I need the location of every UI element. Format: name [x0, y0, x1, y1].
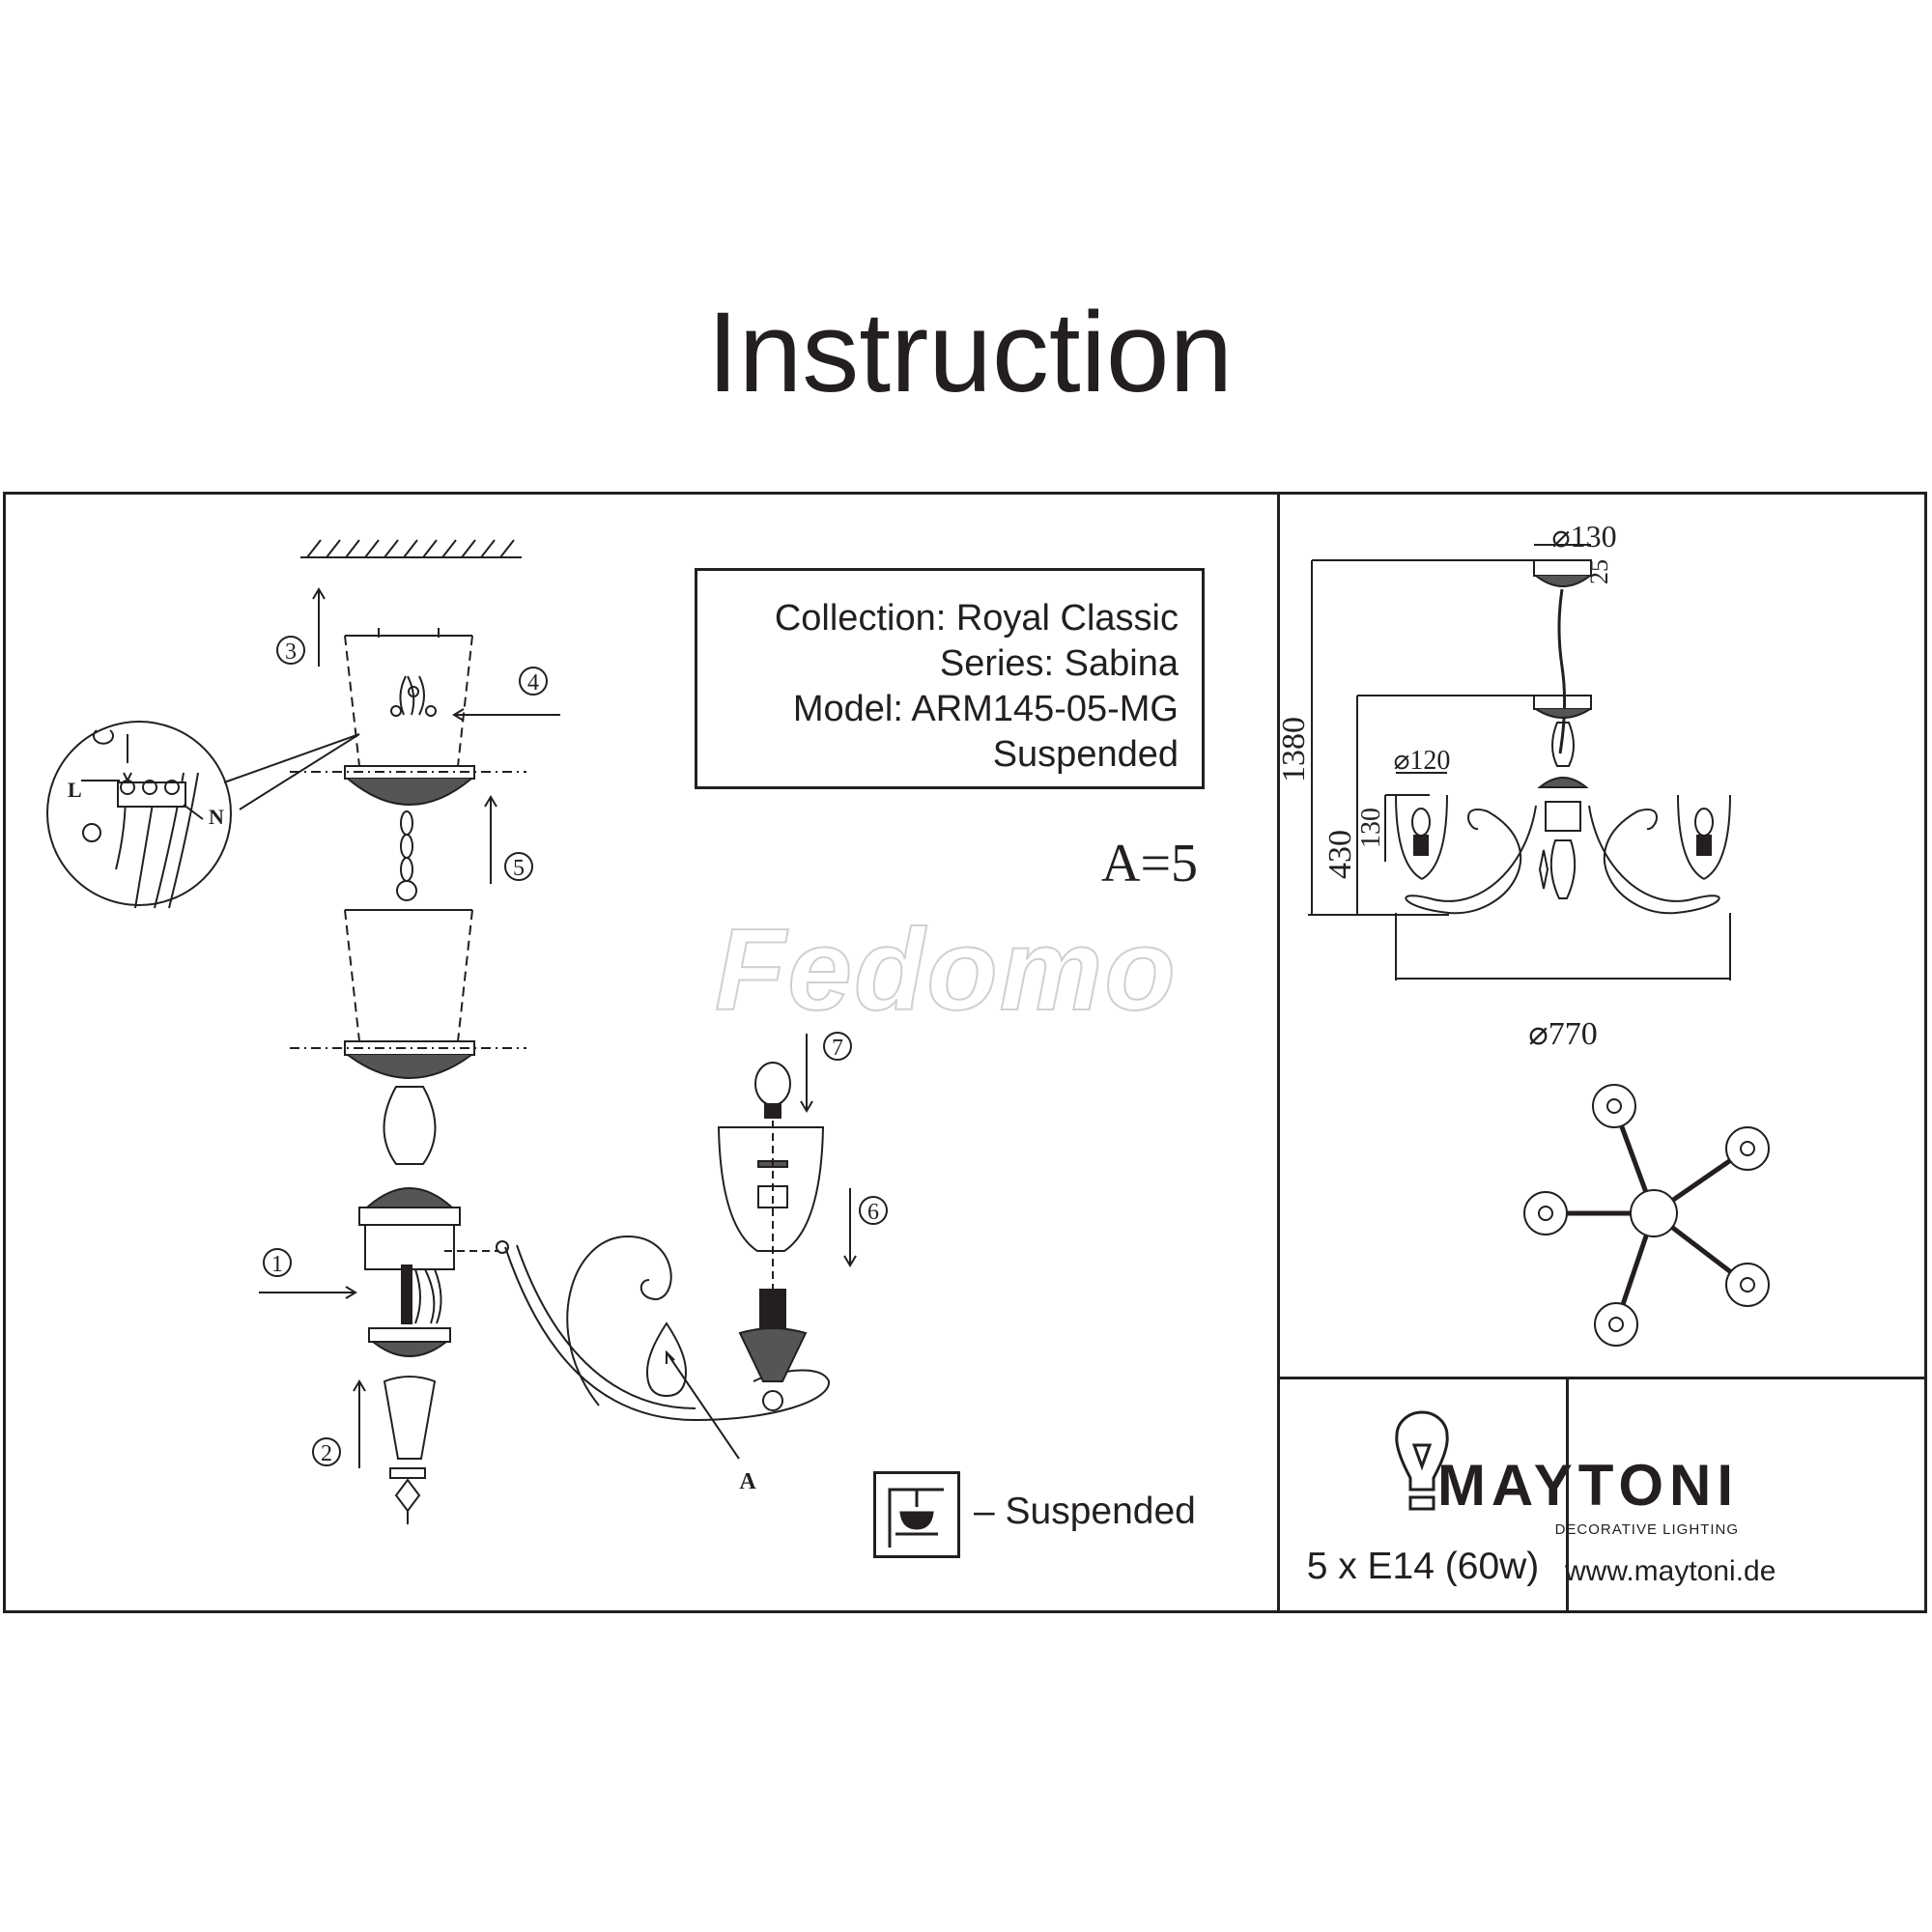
canopy-lower [290, 909, 526, 1079]
step-7: 7 [832, 1036, 843, 1061]
top-view [1523, 1084, 1770, 1347]
step-5: 5 [513, 856, 525, 881]
step-1: 1 [271, 1252, 283, 1277]
body-height: 430 [1322, 830, 1358, 879]
divider-bottom [1566, 1378, 1569, 1613]
wire-label-n: N [209, 805, 224, 829]
suspended-legend-label: – Suspended [974, 1491, 1196, 1532]
collection-text: Collection: Royal Classic [774, 598, 1179, 639]
page-title: Instruction [706, 289, 1234, 416]
bulb-icon [1395, 1410, 1449, 1511]
canopy-upper [290, 628, 526, 806]
product-info-box: Collection: Royal Classic Series: Sabina… [695, 568, 1205, 789]
brand-logo-text: MAYTONI [1436, 1453, 1739, 1518]
shade-height: 130 [1356, 808, 1386, 848]
central-column [358, 1086, 461, 1524]
watermark: Fedomo [714, 904, 1178, 1036]
mount-text: Suspended [992, 734, 1179, 775]
total-height: 1380 [1276, 717, 1312, 782]
step-arrows [259, 587, 857, 1468]
canopy-diameter: ⌀130 [1551, 519, 1616, 554]
arm [444, 1235, 831, 1422]
model-text: Model: ARM145-05-MG [792, 689, 1179, 729]
lamp-holder-assembly [717, 1062, 825, 1382]
ceiling-hatch [300, 539, 522, 558]
step-3: 3 [285, 639, 297, 665]
suspended-icon [873, 1471, 960, 1558]
divider-vertical [1277, 493, 1280, 1613]
canopy-height: 25 [1585, 559, 1613, 584]
brand-url[interactable]: www.maytoni.de [1565, 1555, 1776, 1587]
step-6: 6 [867, 1200, 879, 1225]
shade-diameter: ⌀120 [1394, 746, 1451, 776]
wiring-detail-callout [46, 721, 360, 909]
quantity-note: A=5 [1101, 834, 1199, 894]
divider-horizontal [1278, 1377, 1927, 1379]
step-numbers [263, 636, 888, 1466]
brand-tagline: DECORATIVE LIGHTING [1554, 1521, 1739, 1538]
wire-label-l: L [68, 778, 82, 802]
instruction-frame [3, 492, 1927, 1613]
step-2: 2 [321, 1441, 332, 1466]
step-4: 4 [527, 670, 539, 696]
chain [396, 810, 417, 901]
lamp-spec: 5 x E14 (60w) [1306, 1546, 1540, 1587]
series-text: Series: Sabina [939, 643, 1179, 684]
overall-diameter: ⌀770 [1528, 1016, 1597, 1052]
part-label-a: A [739, 1469, 756, 1494]
